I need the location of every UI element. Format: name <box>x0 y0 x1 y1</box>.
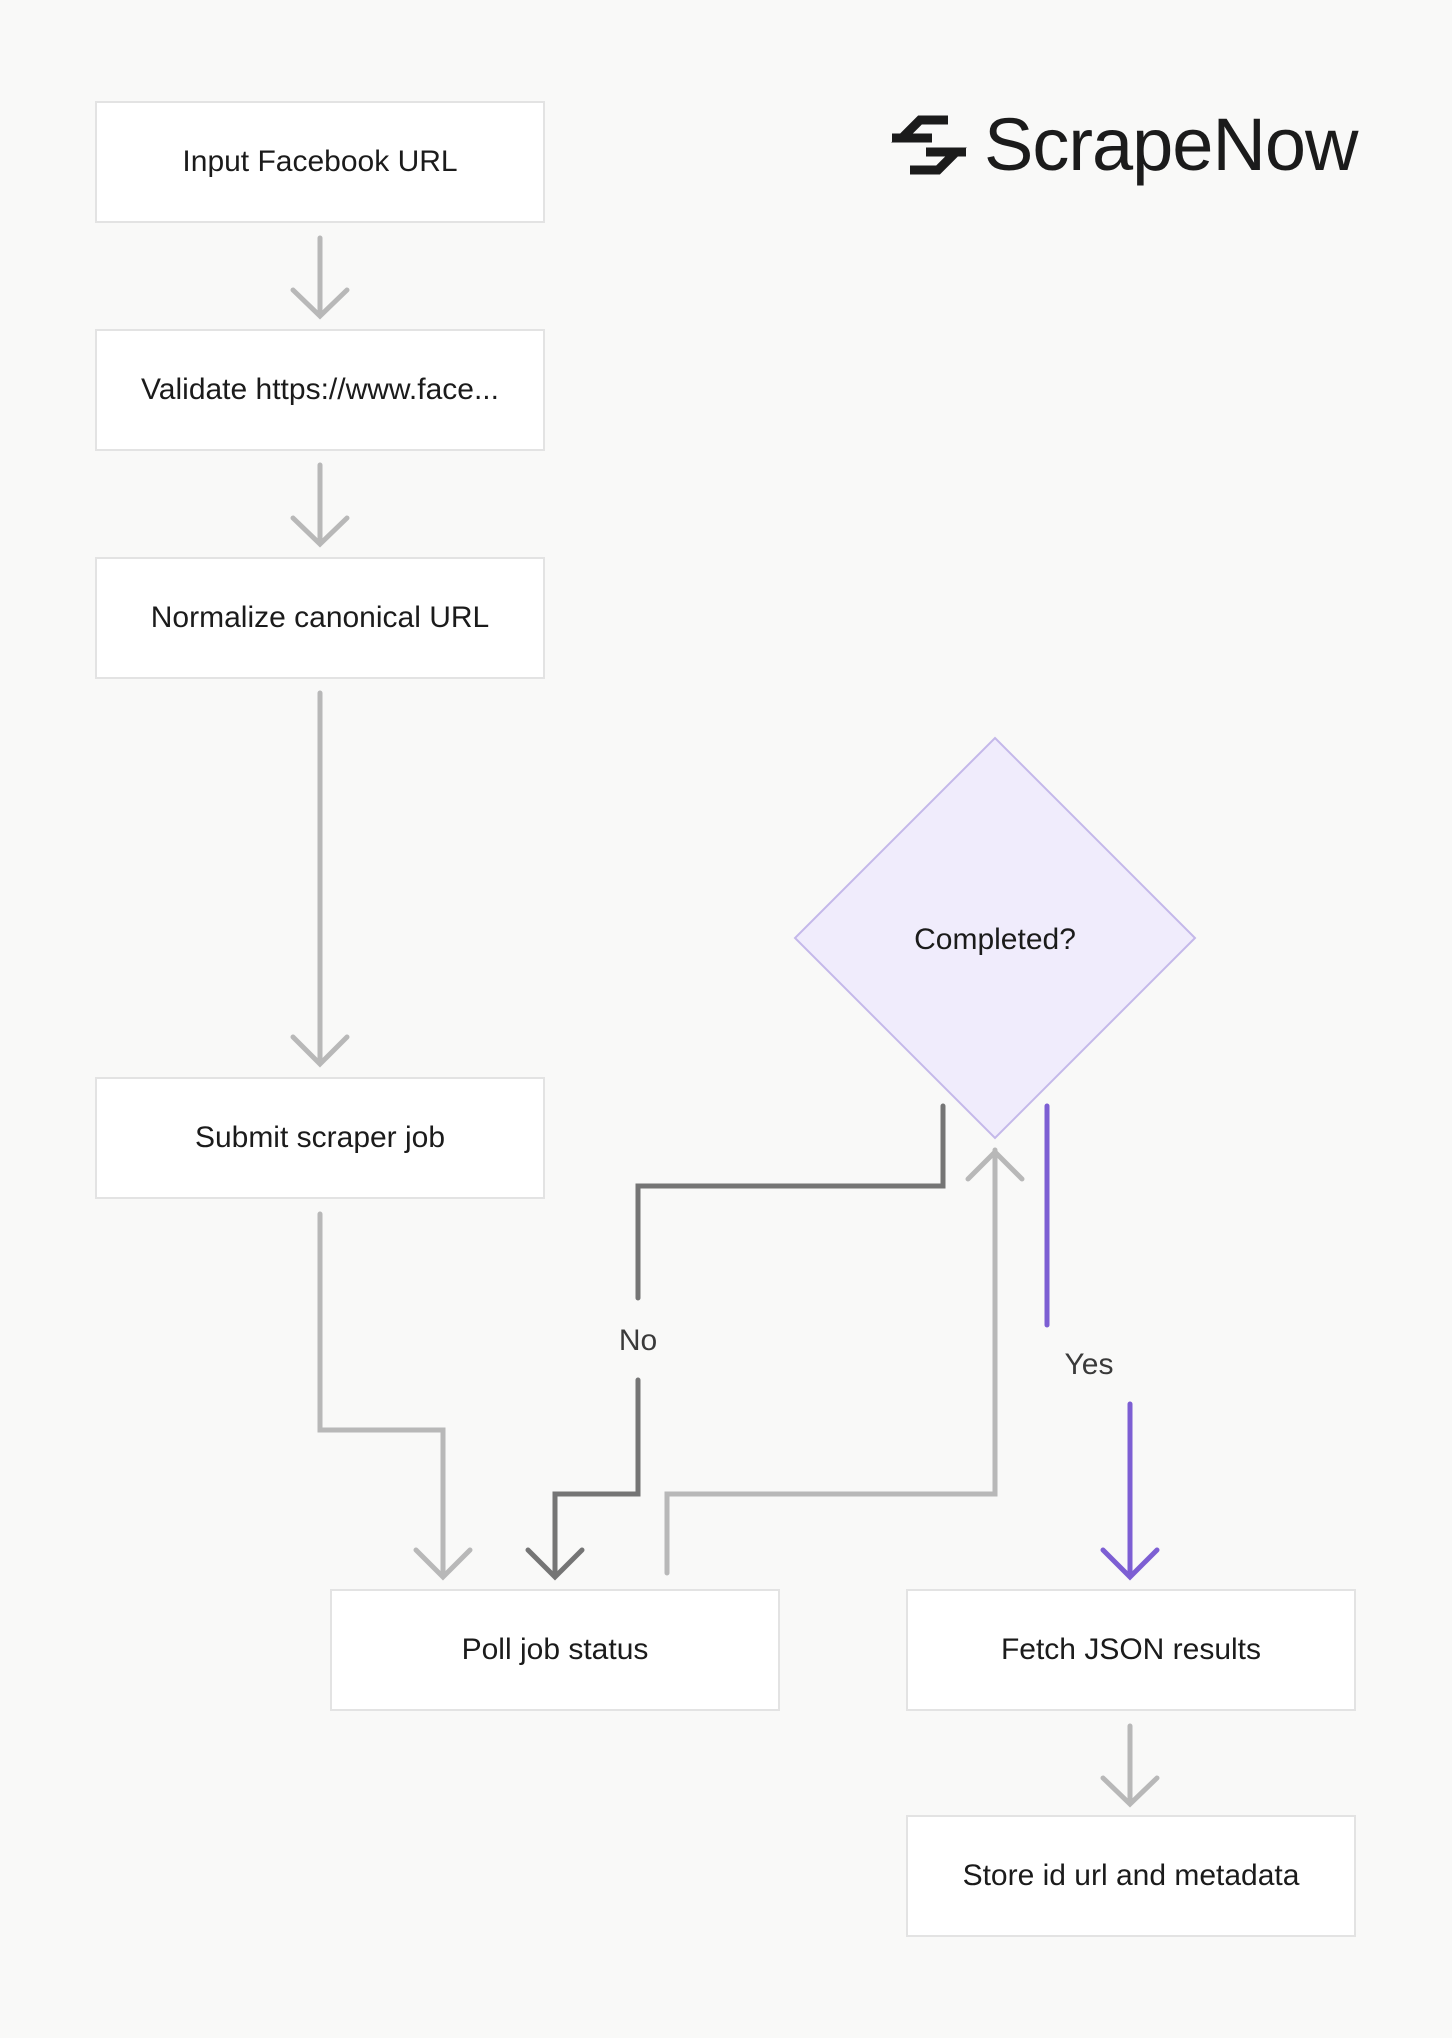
arrow-fetch-to-store <box>1100 1723 1160 1808</box>
step-poll-job-status[interactable]: Poll job status <box>330 1589 780 1711</box>
step-label: Store id url and metadata <box>962 1859 1300 1892</box>
arrow-decision-no-to-poll <box>525 1103 946 1581</box>
step-input-facebook-url[interactable]: Input Facebook URL <box>95 101 545 223</box>
scrapenow-logo-icon <box>891 115 967 175</box>
arrow-validate-to-normalize <box>290 462 350 548</box>
branch-label-yes: Yes <box>1064 1348 1114 1381</box>
brand-logo: ScrapeNow <box>890 103 1359 186</box>
step-label: Submit scraper job <box>194 1121 446 1154</box>
arrow-submit-to-poll <box>317 1211 473 1581</box>
branch-label-no: No <box>618 1324 658 1357</box>
step-label: Fetch JSON results <box>1000 1633 1262 1666</box>
brand-name: ScrapeNow <box>984 103 1359 186</box>
arrow-decision-yes-to-fetch <box>1044 1103 1160 1581</box>
decision-question: Completed? <box>914 923 1076 956</box>
arrow-poll-to-decision <box>664 1147 1025 1576</box>
step-label: Normalize canonical URL <box>150 601 490 634</box>
step-submit-scraper-job[interactable]: Submit scraper job <box>95 1077 545 1199</box>
step-label: Input Facebook URL <box>182 145 458 178</box>
step-label: Poll job status <box>461 1633 649 1666</box>
step-normalize-url[interactable]: Normalize canonical URL <box>95 557 545 679</box>
arrow-input-to-validate <box>290 235 350 320</box>
step-validate-url[interactable]: Validate https://www.face... <box>95 329 545 451</box>
arrow-normalize-to-submit <box>290 690 350 1068</box>
decision-diamond <box>793 736 1197 1140</box>
step-store-metadata[interactable]: Store id url and metadata <box>906 1815 1356 1937</box>
step-fetch-json-results[interactable]: Fetch JSON results <box>906 1589 1356 1711</box>
step-label: Validate https://www.face... <box>141 373 499 406</box>
